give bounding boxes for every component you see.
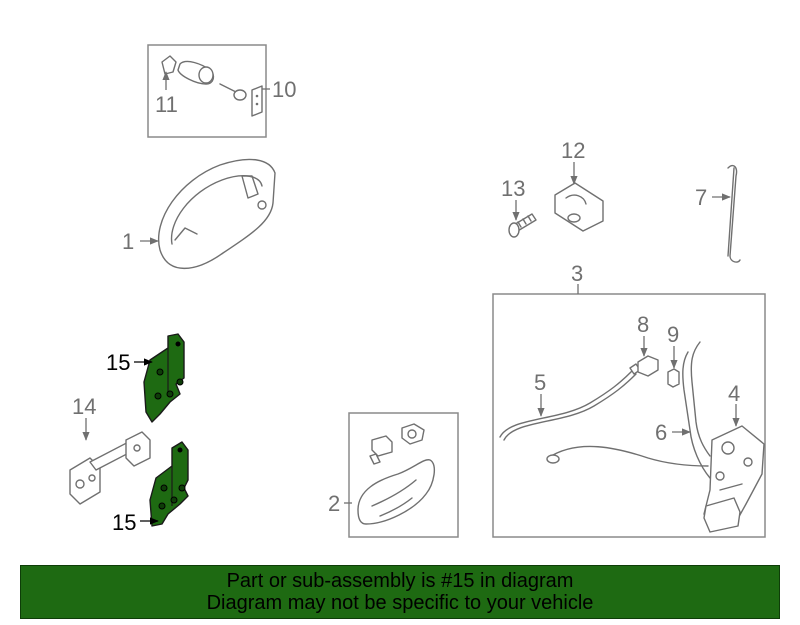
callout-9: 9 <box>667 322 679 347</box>
inside-door-handle <box>357 423 436 525</box>
callout-3: 3 <box>571 261 583 286</box>
lower-hinge <box>149 441 189 527</box>
parts-diagram: 11 10 1 12 13 7 3 8 9 5 4 6 2 14 15 15 <box>69 44 766 538</box>
callout-10: 10 <box>272 77 296 102</box>
retainer-clip <box>667 368 680 388</box>
callout-11: 11 <box>155 92 178 117</box>
clip <box>637 355 659 377</box>
callout-5: 5 <box>534 370 546 395</box>
inside-handle-box <box>348 412 459 538</box>
latch-rods <box>546 341 711 479</box>
callout-13: 13 <box>501 176 525 201</box>
callout-8: 8 <box>637 312 649 337</box>
door-latch <box>703 425 765 533</box>
callout-14: 14 <box>72 394 96 419</box>
callout-1: 1 <box>122 229 134 254</box>
door-check <box>69 431 151 505</box>
callout-15-upper: 15 <box>106 350 130 375</box>
callout-2: 2 <box>328 491 340 516</box>
screw <box>508 213 537 238</box>
banner-line-2: Diagram may not be specific to your vehi… <box>206 592 594 614</box>
latch-assembly-box <box>492 293 766 538</box>
callout-6: 6 <box>655 420 667 445</box>
info-banner: Part or sub-assembly is #15 in diagram D… <box>20 565 780 619</box>
callout-15-lower: 15 <box>112 510 136 535</box>
outside-door-handle <box>158 158 276 270</box>
callout-7: 7 <box>695 185 707 210</box>
callout-12: 12 <box>561 138 585 163</box>
banner-line-1: Part or sub-assembly is #15 in diagram <box>226 570 574 592</box>
upper-hinge <box>143 333 185 423</box>
lock-rod <box>727 164 741 263</box>
leader-lines <box>82 71 740 525</box>
striker <box>554 182 604 232</box>
lock-cylinder-group <box>147 44 267 138</box>
release-cable <box>499 363 641 441</box>
callout-4: 4 <box>728 381 740 406</box>
